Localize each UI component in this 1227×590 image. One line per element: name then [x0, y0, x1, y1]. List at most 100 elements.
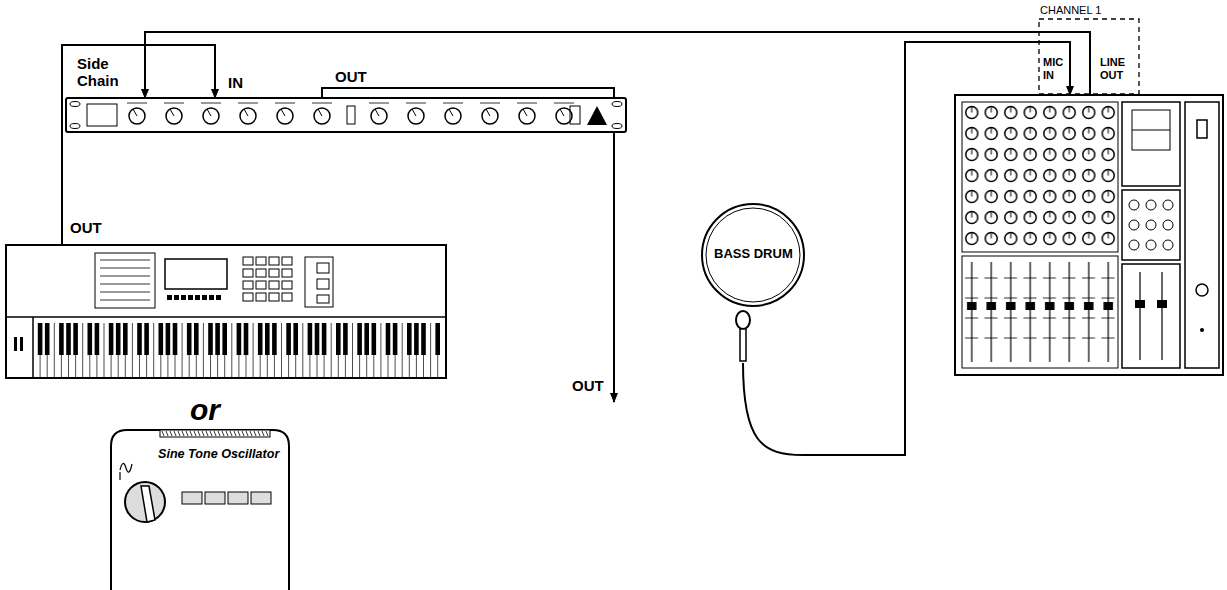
white-key — [132, 323, 133, 378]
black-key — [166, 323, 171, 355]
drawing-stroke — [269, 293, 279, 301]
drawing-stroke — [736, 311, 750, 329]
drawing-stroke — [20, 337, 23, 351]
drawing-stroke — [560, 109, 564, 116]
drawing-stroke — [266, 431, 268, 436]
drawing-stroke — [612, 124, 622, 129]
black-key — [364, 323, 369, 355]
port-label: OUT — [70, 219, 102, 236]
drawing-stroke — [256, 257, 266, 265]
drawing-stroke — [210, 431, 212, 436]
channel-outline — [1039, 19, 1139, 94]
white-key — [402, 323, 403, 378]
drawing-stroke — [206, 431, 208, 436]
black-key — [265, 323, 270, 355]
drawing-stroke — [164, 103, 184, 104]
drawing-stroke — [282, 269, 292, 277]
port-label: OUT — [335, 68, 367, 85]
drawing-stroke — [174, 295, 179, 300]
black-key — [159, 323, 164, 355]
device-name: Sine Tone Oscillator — [158, 447, 279, 461]
drawing-stroke — [6, 316, 446, 318]
black-key — [45, 323, 50, 355]
drawing-stroke — [523, 109, 527, 116]
black-key — [343, 323, 348, 355]
drawing-stroke — [243, 269, 253, 277]
drawing-stroke — [706, 208, 800, 302]
black-key — [59, 323, 64, 355]
button — [182, 492, 202, 504]
drawing-stroke — [486, 109, 490, 116]
instrument-label: BASS DRUM — [714, 247, 793, 262]
drawing-stroke — [194, 431, 196, 436]
drawing-stroke — [70, 102, 80, 107]
white-key — [231, 323, 232, 378]
drawing-stroke — [100, 284, 150, 285]
drawing-stroke — [170, 109, 174, 116]
drawing-stroke — [111, 430, 289, 590]
white-key — [380, 323, 381, 378]
drawing-stroke — [244, 109, 248, 116]
drawing-part — [1196, 284, 1208, 296]
drawing-stroke — [226, 431, 228, 436]
drawing-part — [1135, 300, 1145, 308]
drawing-stroke — [443, 103, 463, 104]
drawing-stroke — [87, 104, 117, 126]
drawing-stroke — [198, 431, 200, 436]
drawing-stroke — [256, 293, 266, 301]
keyboard: OUT — [5, 215, 447, 380]
port-label: IN — [228, 74, 243, 91]
drawing-stroke — [243, 293, 253, 301]
drawing-stroke — [201, 103, 221, 104]
drawing-stroke — [242, 431, 244, 436]
black-key — [144, 323, 149, 355]
drawing-stroke — [243, 281, 253, 289]
port-label: Side Chain — [77, 55, 129, 90]
black-key — [95, 323, 100, 355]
rack-unit — [66, 98, 626, 132]
drawing-stroke — [262, 431, 264, 436]
drawing-stroke — [282, 257, 292, 265]
drawing-stroke — [269, 257, 279, 265]
black-key — [66, 323, 71, 355]
drawing-stroke — [127, 103, 147, 104]
control-knob — [166, 108, 182, 124]
drawing-stroke — [246, 431, 248, 436]
button — [228, 492, 248, 504]
drawing-stroke — [269, 281, 279, 289]
black-key — [272, 323, 277, 355]
black-key — [421, 323, 426, 355]
white-key — [302, 323, 303, 378]
drawing-stroke — [281, 109, 285, 116]
drawing-stroke — [160, 430, 270, 437]
white-key — [331, 323, 332, 378]
white-key — [153, 323, 154, 378]
drawing-part — [1146, 240, 1156, 250]
drawing-stroke — [216, 295, 221, 300]
drawing-stroke — [375, 109, 379, 116]
signal-cable — [62, 45, 215, 245]
black-key — [137, 323, 142, 355]
drawing-stroke — [258, 431, 260, 436]
drawing-stroke — [70, 124, 80, 129]
drawing-part — [962, 256, 1118, 368]
button — [251, 492, 271, 504]
drawing-part — [1132, 110, 1170, 150]
drawing-stroke — [182, 431, 184, 436]
white-key — [203, 323, 204, 378]
drawing-stroke — [186, 431, 188, 436]
drawing-stroke — [317, 279, 329, 289]
drawing-part — [1163, 200, 1173, 210]
black-key — [336, 323, 341, 355]
drawing-stroke — [312, 103, 332, 104]
oscillator-housing — [111, 430, 289, 590]
drawing-stroke — [214, 431, 216, 436]
black-key — [308, 323, 313, 355]
control-knob — [519, 108, 535, 124]
drawing-stroke — [480, 103, 500, 104]
drawing-stroke — [740, 329, 746, 361]
drawing-stroke — [305, 257, 333, 307]
drawing-stroke — [612, 102, 622, 107]
drawing-stroke — [554, 103, 574, 104]
drawing-part — [1161, 272, 1162, 360]
